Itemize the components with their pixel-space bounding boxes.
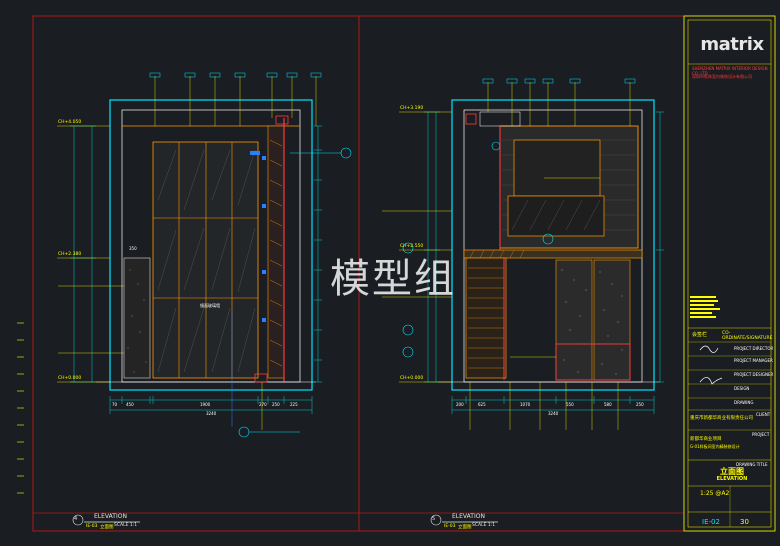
elev-right-sheet: IE-03	[444, 524, 456, 529]
left-dim-main: 1900	[200, 402, 211, 407]
elev-left-cn: 立面图	[100, 525, 114, 530]
right-level-top: CH+3.190	[400, 106, 424, 111]
page-number: 30	[740, 518, 749, 526]
client-label: CLIENT	[756, 412, 771, 417]
elevation-label-right	[430, 514, 498, 526]
left-dim-70: 70	[112, 402, 118, 407]
margin-ticks	[17, 322, 24, 494]
left-level-top: CH+4.050	[58, 120, 82, 125]
right-dim-total: 3240	[548, 411, 559, 416]
elev-right-number: 5	[432, 516, 436, 522]
sheet-number: IE-02	[702, 518, 720, 526]
right-dim-main: 1070	[520, 402, 531, 407]
elev-left-scale: SCALE 1:1	[114, 523, 138, 528]
role-design: DESIGN	[734, 386, 750, 391]
right-dim-250: 250	[636, 402, 644, 407]
role-director: PROJECT DIRECTOR	[734, 346, 774, 351]
company-en: SHENZHEN MATRIX INTERIOR DESIGN CO.,LTD	[692, 66, 768, 76]
right-dim-550: 550	[566, 402, 574, 407]
elev-left-sheet: IE-03	[86, 524, 98, 529]
right-dim-625: 625	[478, 402, 486, 407]
left-dim-total: 3240	[206, 411, 217, 416]
project-label: PROJECT	[752, 432, 770, 437]
left-dim-225: 225	[290, 402, 298, 407]
left-dim-450: 450	[126, 402, 134, 407]
right-dim-580: 580	[604, 402, 612, 407]
company-cn: 深圳市矩阵室内装饰设计有限公司	[692, 74, 752, 79]
right-dim-200: 200	[456, 402, 464, 407]
client-name: 重庆市新都华商业有限责任公司	[690, 416, 753, 421]
right-elevation	[382, 78, 664, 430]
left-level-floor: CH+0.000	[58, 376, 82, 381]
elev-left-number: 4	[74, 516, 78, 522]
left-center-label: 镜面玻璃墙	[200, 303, 220, 308]
left-level-mid: CH+2.380	[58, 252, 82, 257]
left-dim-250: 250	[272, 402, 280, 407]
right-level-mid: CH+2.550	[400, 244, 424, 249]
role-designer: PROJECT DESIGNER	[734, 372, 774, 377]
title-block	[683, 15, 776, 532]
watermark-text: 模型组	[330, 256, 456, 302]
left-elevation	[57, 72, 352, 438]
left-dim-270: 270	[259, 402, 267, 407]
left-dim-350: 350	[129, 246, 137, 251]
sign-label-en: CO-ORDINATE/SIGNATURE	[722, 331, 773, 341]
section-marker	[250, 147, 352, 159]
sign-label: 会签栏	[692, 332, 708, 338]
drawing-scale: 1:25 @A2	[700, 490, 730, 497]
elev-right-scale: SCALE 1:1	[472, 523, 496, 528]
project-sub: G-01样板间室内精装修设计	[690, 444, 740, 449]
elev-left-label: ELEVATION	[94, 513, 127, 520]
right-level-floor: CH+0.000	[400, 376, 424, 381]
role-drawing: DRAWING	[734, 400, 754, 405]
project-name: 新都华商业项目	[690, 437, 722, 442]
section-marker-bottom	[231, 310, 300, 438]
elevation-label-left	[72, 514, 140, 526]
elev-right-cn: 立面图	[458, 525, 472, 530]
drawing-title-label: DRAWING TITLE	[736, 462, 768, 467]
brand-logo: matrix	[700, 34, 764, 55]
elev-right-label: ELEVATION	[452, 513, 485, 520]
drawing-title-en: ELEVATION	[716, 476, 748, 482]
drawing-title-cn: 立面图	[720, 467, 744, 476]
role-manager: PROJECT MANAGER	[734, 358, 773, 363]
